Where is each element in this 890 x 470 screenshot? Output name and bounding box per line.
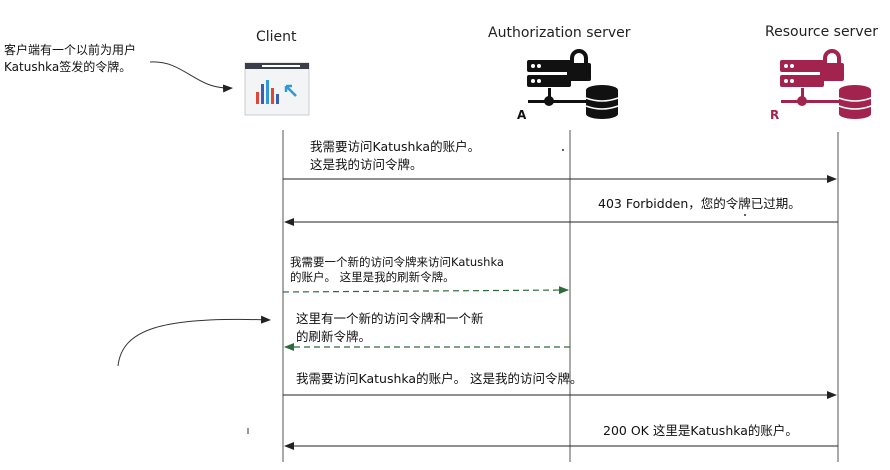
auth-server-icon: [527, 49, 619, 119]
refresh-pointer-arrow: [117, 315, 271, 367]
message-arrow-m3: [282, 286, 569, 295]
message-label-m3: 我需要一个新的访问令牌来访问Katushka 的账户。 这里是我的刷新令牌。: [290, 255, 504, 284]
message-label-m6: 200 OK 这里是Katushka的账户。: [603, 423, 798, 438]
message-label-m1: 我需要访问Katushka的账户。 这是我的访问令牌。: [310, 139, 481, 172]
message-label-m5: 我需要访问Katushka的账户。 这是我的访问令牌。: [296, 371, 583, 386]
client-browser-icon: [244, 62, 310, 116]
resource-server-title: Resource server: [765, 24, 878, 40]
client-title: Client: [256, 29, 297, 45]
resource-server-letter: R: [770, 108, 780, 122]
resource-server-icon: [780, 49, 872, 119]
speck-dot: [744, 214, 746, 216]
auth-server-title: Authorization server: [488, 25, 631, 41]
note-connector-arrow: [149, 61, 233, 93]
message-label-m2: 403 Forbidden，您的令牌已过期。: [598, 196, 801, 211]
auth-server-letter: A: [517, 108, 527, 122]
client-token-note: 客户端有一个以前为用户 Katushka签发的令牌。: [4, 43, 137, 74]
message-label-m4: 这里有一个新的访问令牌和一个新 的刷新令牌。: [296, 311, 484, 344]
speck-dot: [562, 149, 564, 151]
